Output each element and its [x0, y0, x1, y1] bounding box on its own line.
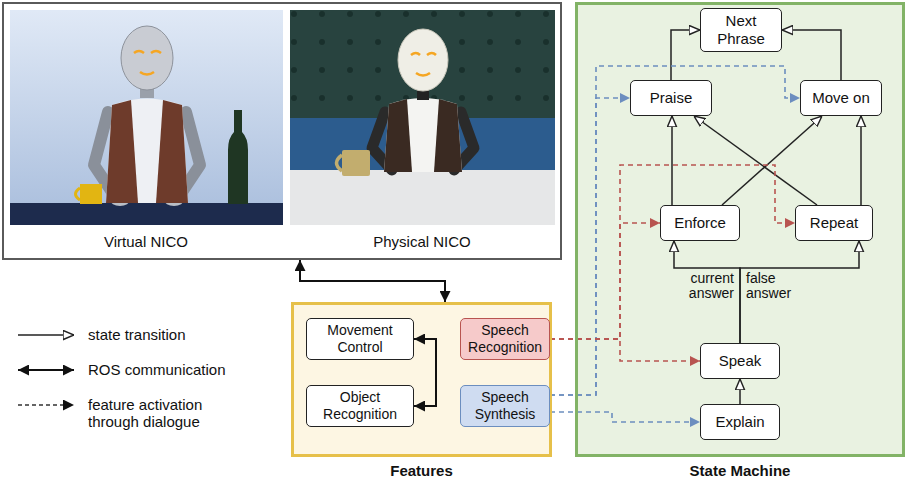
legend-samples — [18, 335, 74, 405]
node-label: Explain — [715, 413, 764, 431]
physical-nico-image — [290, 10, 555, 225]
node-label: Next Phrase — [706, 12, 776, 48]
legend-text: state transition — [88, 326, 186, 343]
feature-box: Movement Control — [306, 318, 414, 360]
feature-activation — [550, 339, 700, 361]
image-caption: Physical NICO — [373, 233, 471, 250]
node-label: Move on — [812, 89, 870, 107]
state-box: Praise — [630, 80, 712, 116]
robot-image-panel: Virtual NICO Physical NICO — [2, 2, 562, 260]
legend-text: ROS communication — [88, 361, 226, 378]
node-label: Speech Recognition — [466, 322, 544, 356]
state-box: Next Phrase — [700, 8, 782, 52]
state-machine-ground — [575, 2, 905, 457]
state-transition — [722, 116, 822, 205]
state-box: Enforce — [660, 205, 740, 241]
state-transition — [860, 116, 862, 205]
state-box: Move on — [800, 80, 882, 116]
edge-label: current answer — [675, 271, 735, 301]
node-label: Praise — [650, 89, 693, 107]
feature-activation — [550, 98, 630, 395]
feature-activation — [550, 66, 800, 395]
state-box: Speak — [700, 343, 780, 379]
feature-activation — [550, 165, 795, 339]
group-heading: Features — [294, 462, 549, 479]
state-machine-group: State MachineNext PhrasePraiseMove onEnf… — [575, 2, 905, 457]
state-transition — [674, 241, 740, 343]
feature-activation — [550, 223, 660, 339]
state-box: Explain — [700, 404, 780, 440]
ros-connector — [300, 260, 445, 302]
node-label: Speech Synthesis — [466, 389, 544, 423]
virtual-nico-image — [10, 10, 283, 225]
group-heading: State Machine — [578, 462, 902, 479]
features-group: FeaturesMovement ControlObject Recogniti… — [291, 302, 552, 457]
node-label: Enforce — [674, 214, 726, 232]
state-transition — [782, 30, 841, 80]
ros-connector — [414, 339, 436, 406]
state-box: Repeat — [795, 205, 873, 241]
image-caption: Virtual NICO — [104, 233, 188, 250]
state-transition — [739, 379, 741, 404]
node-label: Repeat — [810, 214, 858, 232]
feature-box: Speech Recognition — [460, 318, 550, 360]
node-label: Object Recognition — [312, 389, 408, 423]
state-transition — [671, 116, 673, 205]
feature-box: Speech Synthesis — [460, 385, 550, 427]
state-transition — [671, 30, 700, 80]
feature-box: Object Recognition — [306, 385, 414, 427]
feature-activation — [550, 412, 700, 422]
node-label: Speak — [719, 352, 762, 370]
features-ground — [291, 302, 552, 457]
edge-label: false answer — [745, 271, 805, 301]
legend-text: feature activation through dialogue — [88, 396, 238, 430]
state-transition — [740, 241, 859, 343]
state-transition — [694, 116, 817, 205]
node-label: Movement Control — [312, 322, 408, 356]
